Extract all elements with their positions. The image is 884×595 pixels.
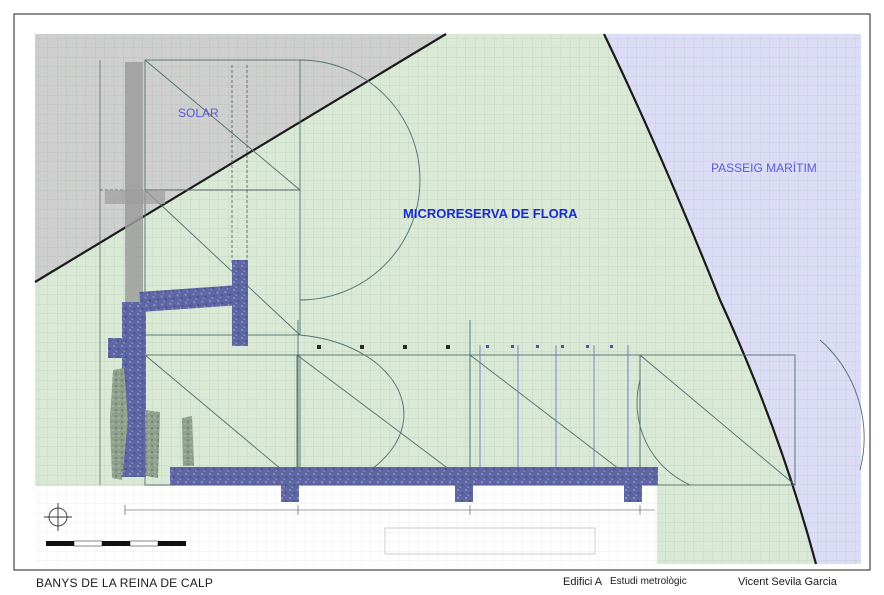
measurement-grid <box>35 34 861 486</box>
study-label: Estudi metrològic <box>610 576 687 587</box>
vegetation-patch-3 <box>182 416 194 466</box>
measurement-grid-right <box>657 486 861 564</box>
zone-label-solar: SOLAR <box>178 106 219 120</box>
building-label: Edifici A <box>563 576 603 588</box>
dimension-lines <box>99 60 655 515</box>
module-ticks <box>479 345 629 480</box>
vegetation-patch-2 <box>145 410 160 478</box>
north-arrow-icon <box>44 503 72 531</box>
ruin-wall-cross <box>139 285 236 312</box>
ruin-wall-horizontal <box>170 467 658 485</box>
project-title: BANYS DE LA REINA DE CALP <box>36 576 214 590</box>
zone-label-flora: MICRORESERVA DE FLORA <box>403 206 578 221</box>
author-label: Vicent Sevila Garcia <box>738 576 837 588</box>
vegetation-patch-1 <box>110 368 128 480</box>
ruin-base-3 <box>624 484 642 502</box>
ruin-wall-grey <box>105 190 165 204</box>
ruin-base-1 <box>281 484 299 502</box>
annotation-block <box>384 527 596 555</box>
title-block: BANYS DE LA REINA DE CALP Edifici A Estu… <box>0 568 884 595</box>
zone-label-promenade: PASSEIG MARÍTIM <box>711 160 817 175</box>
lower-strip-grid <box>35 486 657 564</box>
promenade-boundary-line <box>603 33 818 565</box>
ruin-block-left <box>108 338 128 358</box>
solar-boundary-line <box>34 33 447 283</box>
module-dots <box>317 345 613 349</box>
ruin-pillar <box>232 260 248 346</box>
scale-bar <box>46 540 186 547</box>
ruin-wall-vertical-upper <box>125 62 143 302</box>
ruin-wall-vertical <box>122 302 146 477</box>
dashed-reference-lines <box>100 65 300 265</box>
ruin-base-2 <box>455 484 473 502</box>
